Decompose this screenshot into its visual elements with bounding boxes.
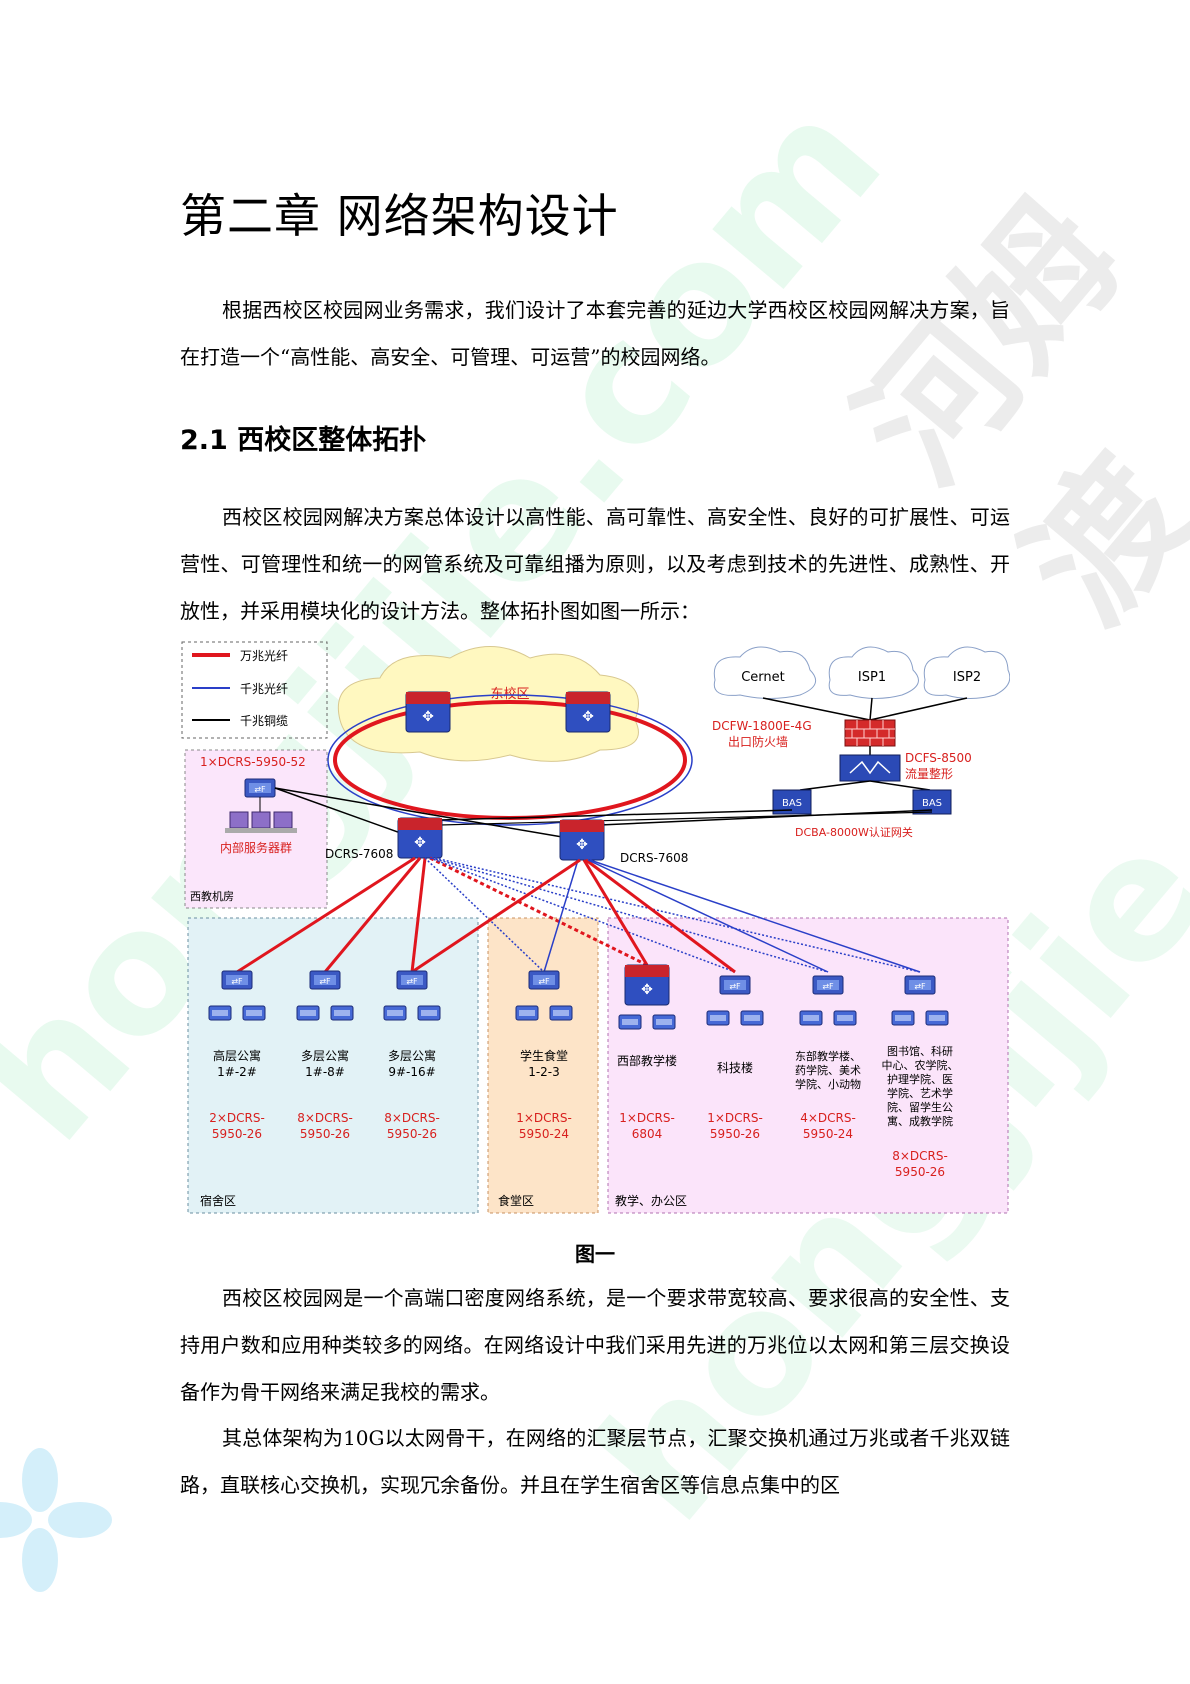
building-name-8: 图书馆、科研中心、农学院、护理学院、医学院、艺术学院、留学生公寓、成教学院 [882,1044,959,1128]
model-2: 8×DCRS-5950-26 [297,1111,353,1141]
building-sub-4: 1-2-3 [528,1065,560,1079]
server-cluster-label: 内部服务器群 [220,840,292,855]
building-name-5: 西部教学楼 [617,1053,677,1068]
auth-gateway-label: DCBA-8000W认证网关 [795,825,913,839]
isp-clouds: Cernet ISP1 ISP2 [713,646,1010,699]
body-paragraph-2: 其总体架构为10G以太网骨干，在网络的汇聚层节点，汇聚交换机通过万兆或者千兆双链… [180,1426,1010,1497]
agg-switch-dorm-1 [221,970,253,990]
legend-label-1g-fiber: 千兆光纤 [240,682,288,696]
model-3: 8×DCRS-5950-26 [384,1111,440,1141]
body-paragraph-1: 西校区校园网是一个高端口密度网络系统，是一个要求带宽较高、要求很高的安全性、支持… [180,1286,1010,1404]
core-switch-left [397,817,443,859]
agg-switch-canteen [528,970,560,990]
east-campus-label: 东校区 [490,686,529,702]
building-sub-1: 1#-2# [217,1065,257,1079]
bas-label-left: BAS [782,798,802,809]
agg-switch-tech [719,975,751,995]
core-left-label: DCRS-7608 [325,847,393,861]
shaper-label: 流量整形 [905,766,953,781]
model-7: 4×DCRS-5950-24 [800,1111,856,1141]
cloud-isp2: ISP2 [953,670,981,685]
building-name-4: 学生食堂 [520,1048,568,1063]
building-name-3: 多层公寓 [388,1048,436,1063]
server-switch-icon [244,778,276,798]
figure-caption: 图一 [575,1242,615,1266]
network-topology-diagram: ⇄F ✥ 万兆光纤 千兆光纤 千兆铜缆 东校区 Cernet ISP1 [181,641,1010,1214]
intro-paragraph: 根据西校区校园网业务需求，我们设计了本套完善的延边大学西校区校园网解决方案，旨在… [180,298,1010,369]
switch-model-labels: 2×DCRS-5950-26 8×DCRS-5950-26 8×DCRS-595… [209,1111,948,1179]
watermark-flower-icon [0,1448,112,1592]
building-sub-2: 1#-8# [305,1065,345,1079]
multiline-building-labels: 东部教学楼、药学院、美术学院、小动物 图书馆、科研中心、农学院、护理学院、医学院… [795,1044,959,1128]
cloud-isp1: ISP1 [858,670,886,685]
agg-switch-library [904,975,936,995]
core-right-label: DCRS-7608 [620,851,688,865]
model-8: 8×DCRS-5950-26 [892,1149,948,1179]
design-paragraph: 西校区校园网解决方案总体设计以高性能、高可靠性、高安全性、良好的可扩展性、可运营… [180,505,1010,623]
legend-label-10g-fiber: 万兆光纤 [240,649,288,663]
east-core-switch-left [405,691,451,733]
building-name-6: 科技楼 [717,1060,753,1075]
shaper-model: DCFS-8500 [905,751,972,765]
model-5: 1×DCRS-6804 [619,1111,675,1141]
agg-switch-dorm-3 [396,970,428,990]
agg-switch-dorm-2 [309,970,341,990]
diagram-legend: 万兆光纤 千兆光纤 千兆铜缆 [181,641,328,739]
server-switch-model: 1×DCRS-5950-52 [200,755,306,769]
firewall-icon [844,719,896,747]
server-room-label: 西教机房 [190,889,234,903]
model-6: 1×DCRS-5950-26 [707,1111,763,1141]
agg-switch-east-teaching [812,975,844,995]
bas-label-right: BAS [922,798,942,809]
teaching-zone [607,917,1009,1214]
dorm-zone [187,917,479,1214]
teaching-zone-label: 教学、办公区 [615,1193,687,1208]
core-switch-right [559,819,605,861]
backbone-ring-1g [327,694,693,826]
model-1: 2×DCRS-5950-26 [209,1111,265,1141]
east-core-switch-right [565,691,611,733]
firewall-model: DCFW-1800E-4G [712,719,812,733]
cloud-cernet: Cernet [741,670,785,685]
dorm-zone-label: 宿舍区 [200,1193,236,1208]
section-title: 2.1 西校区整体拓扑 [180,425,427,456]
server-cluster-icon [225,811,297,833]
building-labels: 高层公寓 1#-2# 多层公寓 1#-8# 多层公寓 9#-16# 学生食堂 1… [213,1048,753,1079]
model-4: 1×DCRS-5950-24 [516,1111,572,1141]
building-name-2: 多层公寓 [301,1048,349,1063]
canteen-zone-label: 食堂区 [498,1193,534,1208]
building-name-1: 高层公寓 [213,1048,261,1063]
agg-switch-west-teaching [624,964,670,1006]
firewall-label: 出口防火墙 [728,734,788,749]
traffic-shaper-icon [839,754,901,782]
building-name-7: 东部教学楼、药学院、美术学院、小动物 [795,1049,861,1091]
uplink-lines [236,856,921,974]
building-sub-3: 9#-16# [388,1065,435,1079]
legend-label-1g-copper: 千兆铜缆 [240,713,288,728]
canteen-zone [487,917,599,1214]
chapter-title: 第二章 网络架构设计 [180,189,619,243]
